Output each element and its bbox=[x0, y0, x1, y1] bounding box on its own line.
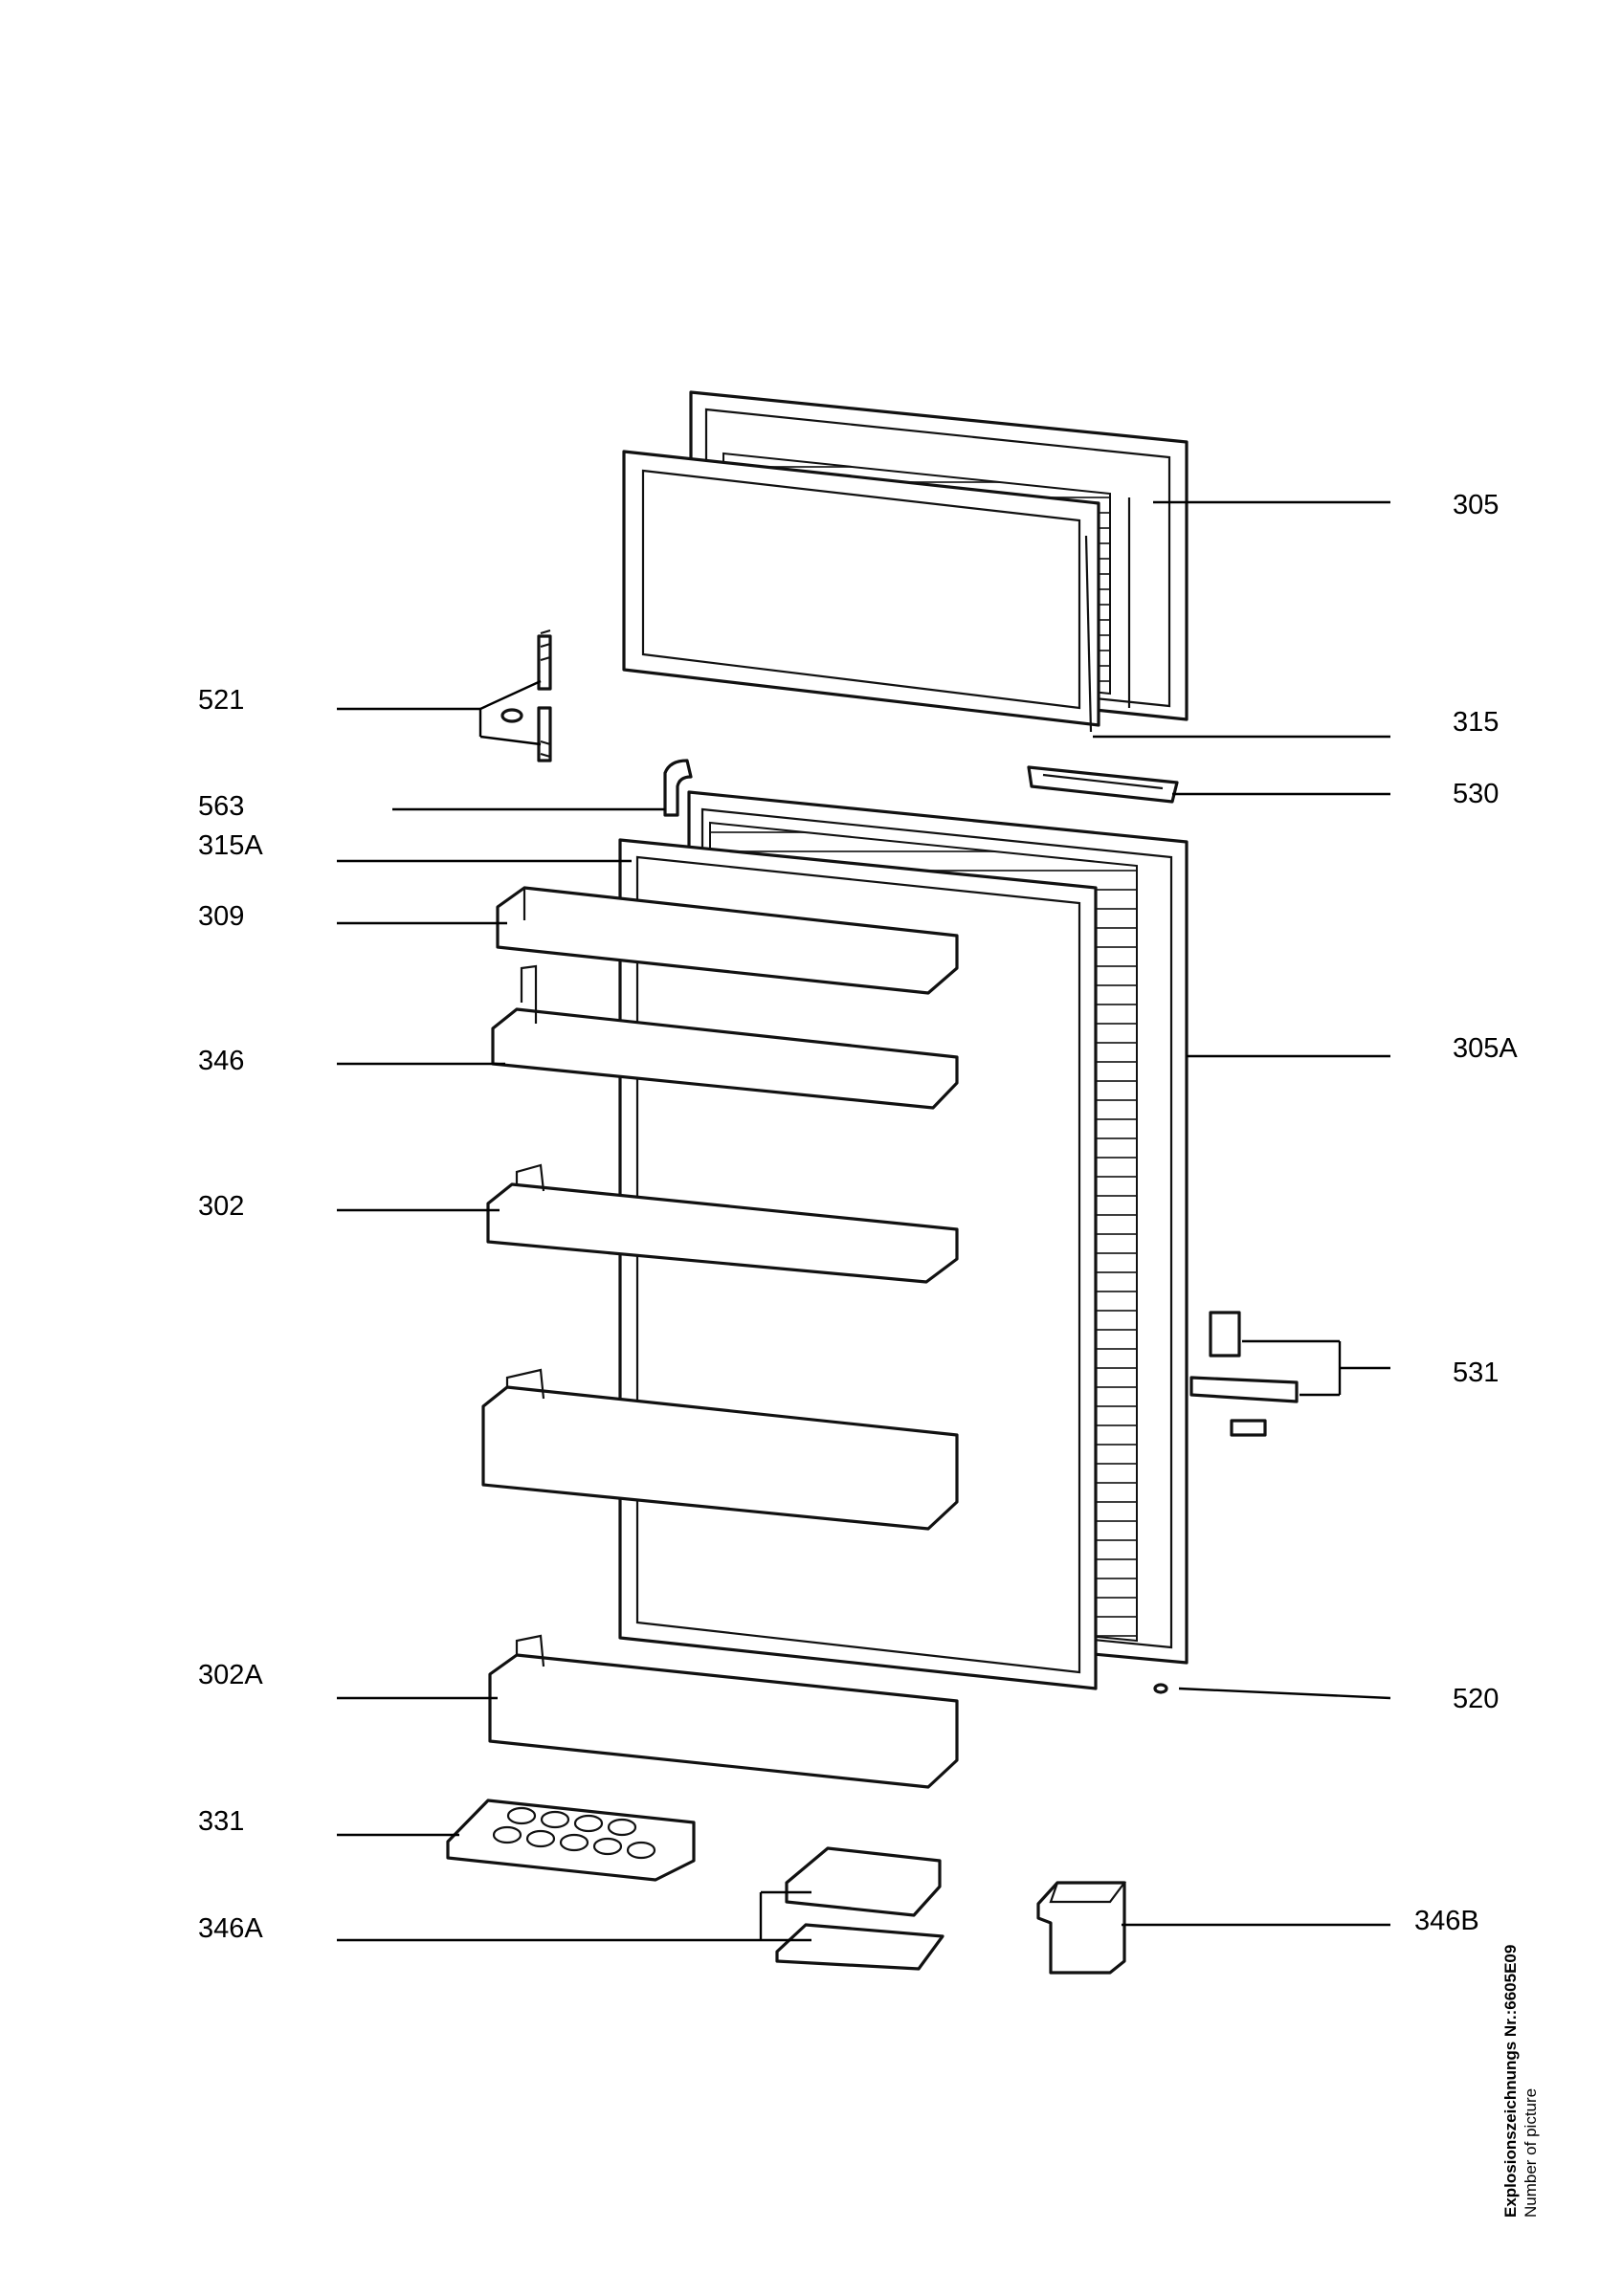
label-315A: 315A bbox=[198, 830, 263, 861]
butter-compartment-346A bbox=[775, 1846, 944, 1971]
label-305A: 305A bbox=[1453, 1033, 1518, 1064]
hinge-pin-563 bbox=[663, 759, 693, 817]
drawing-subtitle: Number of picture bbox=[1522, 2087, 1540, 2218]
label-346A: 346A bbox=[198, 1913, 263, 1944]
label-346: 346 bbox=[198, 1046, 244, 1076]
label-346B: 346B bbox=[1414, 1906, 1479, 1936]
drawing-number: Explosionszeichnungs Nr.:6605E09 bbox=[1501, 1944, 1520, 2218]
small-box-346B bbox=[1036, 1881, 1127, 1975]
hinge-set-531 bbox=[1189, 1311, 1299, 1437]
label-315: 315 bbox=[1453, 707, 1499, 738]
egg-tray-331 bbox=[446, 1799, 696, 1882]
label-521: 521 bbox=[198, 685, 244, 716]
label-563: 563 bbox=[198, 791, 244, 822]
hinge-parts-521 bbox=[500, 629, 552, 762]
door-shelf-302 bbox=[486, 1163, 959, 1284]
label-309: 309 bbox=[198, 901, 244, 932]
bottle-shelf-302A bbox=[488, 1634, 959, 1789]
foot-520 bbox=[1153, 1683, 1168, 1694]
label-302: 302 bbox=[198, 1191, 244, 1222]
label-305: 305 bbox=[1453, 490, 1499, 520]
door-shelf-309 bbox=[496, 886, 959, 995]
label-530: 530 bbox=[1453, 779, 1499, 809]
label-520: 520 bbox=[1453, 1684, 1499, 1714]
door-handle-530 bbox=[1027, 765, 1179, 804]
freezer-gasket-315 bbox=[622, 450, 1100, 733]
drawing-number-caption: Explosionszeichnungs Nr.:6605E09 Number … bbox=[1500, 1911, 1567, 2218]
label-331: 331 bbox=[198, 1806, 244, 1837]
door-bin-large bbox=[481, 1368, 959, 1531]
label-531: 531 bbox=[1453, 1358, 1499, 1388]
label-302A: 302A bbox=[198, 1660, 263, 1690]
leader-lines bbox=[337, 500, 1391, 1942]
